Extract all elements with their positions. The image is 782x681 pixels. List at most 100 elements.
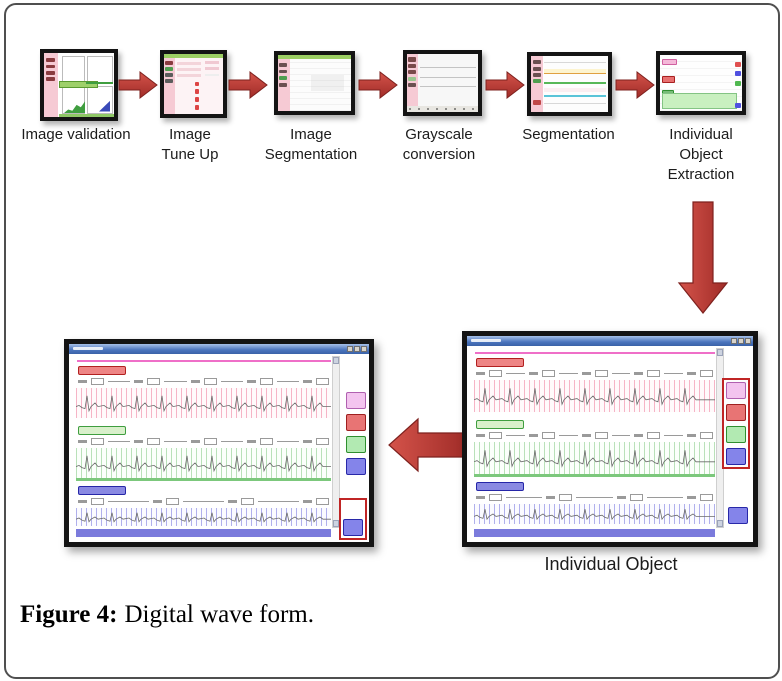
mini-panel [86,56,114,83]
mini-row [205,61,220,65]
mini-sidebar-button [165,61,173,65]
mini-sidebar-button [408,63,417,68]
window-title-text [73,347,103,350]
mini-sidebar [531,56,543,112]
mini-sidebar-button [279,69,288,74]
second-waveform-button [726,404,746,421]
thumbnail-grayscale-conversion [403,50,482,116]
mini-button-red [735,61,742,68]
highlight-outline-red [339,498,367,540]
ecg-trace-blue [474,504,715,524]
waveform-strip-green [474,420,715,477]
mini-sidebar-button [46,77,56,82]
mini-sidebar-button [532,60,541,65]
arrow-right-icon [118,70,158,100]
mini-sidebar-button [46,58,56,62]
mini-sidebar-button [279,62,288,67]
waveform-strip-red [474,358,715,412]
strip-fields [78,377,329,386]
mini-header [164,54,223,59]
fourth-waveform-button [346,458,366,475]
thumbnail-image-segmentation [274,51,355,115]
mini-red-square [194,81,199,87]
waveform-strip-blue [76,486,331,526]
mini-sidebar-button [46,64,56,69]
maximize-icon [354,346,360,352]
close-icon [745,338,751,344]
step-label-image-tune-up: Image Tune Up [161,126,219,163]
mini-panel [62,56,86,83]
scroll-up-icon [717,349,723,356]
arrow-down-icon [677,201,729,314]
mini-orange-line [544,73,607,75]
window-titlebar [467,336,753,346]
mini-green-line [86,82,113,85]
mini-red-square [194,105,199,110]
strip-label-green [78,426,126,435]
magenta-separator-line [77,360,331,362]
strip-fields [476,493,713,502]
scroll-down-icon [717,520,723,527]
strip-fields [78,497,329,506]
maximize-icon [738,338,744,344]
strip-fields [476,431,713,440]
caption-text: Digital wave form. [124,601,314,628]
mini-pink-band [544,88,607,92]
mini-green-strip [59,113,114,117]
waveform-strip-red [76,366,331,418]
waveform-strip-green [76,426,331,481]
mini-sidebar-button [408,70,417,75]
thumbnail-image-tune-up [160,50,227,118]
mini-button-blue [735,70,742,77]
window-controls [347,346,367,352]
mini-row [176,68,201,72]
bottom-purple-bar [474,529,715,537]
fourth-waveform-button-bottom [728,507,748,524]
mini-sidebar-button [279,76,288,81]
step-label-grayscale-conversion: Grayscale conversion [402,126,476,163]
mini-sidebar-button [532,99,541,105]
ecg-trace-blue [76,508,331,526]
first-waveform-button [726,382,746,399]
arrow-right-icon [485,70,525,100]
mini-status-bar [407,106,478,112]
minimize-icon [731,338,737,344]
vertical-scrollbar [332,356,340,528]
waveform-strip-blue [474,482,715,524]
mini-header [278,55,351,60]
mini-yellow-band [544,69,607,74]
mini-green-line [544,82,607,85]
arrow-right-icon [615,70,655,100]
step-label-image-validation: Image validation [21,126,131,143]
scroll-down-icon [333,520,339,527]
strip-label-red [476,358,524,367]
scroll-up-icon [333,357,339,364]
second-waveform-button [346,414,366,431]
first-waveform-button [346,392,366,409]
bottom-purple-bar [76,529,331,537]
mini-row [205,67,220,71]
caption-label: Figure 4: [20,601,118,628]
mini-green-region [662,93,737,109]
window-digital-waveform [64,339,374,547]
mini-red-square [194,97,199,102]
mini-gray-line [544,61,607,63]
window-titlebar [69,344,369,354]
step-label-individual-object-extraction: Individual Object Extraction [667,126,735,183]
mini-cyan-line [544,95,607,98]
strip-label-blue [476,482,524,491]
minimize-icon [347,346,353,352]
thumbnail-segmentation [527,52,612,116]
mini-sidebar-button [532,66,541,71]
mini-histogram-green [63,101,85,114]
mini-sidebar-button [532,78,541,83]
mini-red-square [194,89,199,95]
step-label-segmentation: Segmentation [522,126,615,143]
mini-triangle-blue [98,100,111,112]
arrow-right-icon [228,70,268,100]
window-controls [731,338,751,344]
mini-content [289,59,351,111]
mini-sidebar-button [165,73,173,77]
close-icon [361,346,367,352]
arrow-left-icon [388,417,468,473]
